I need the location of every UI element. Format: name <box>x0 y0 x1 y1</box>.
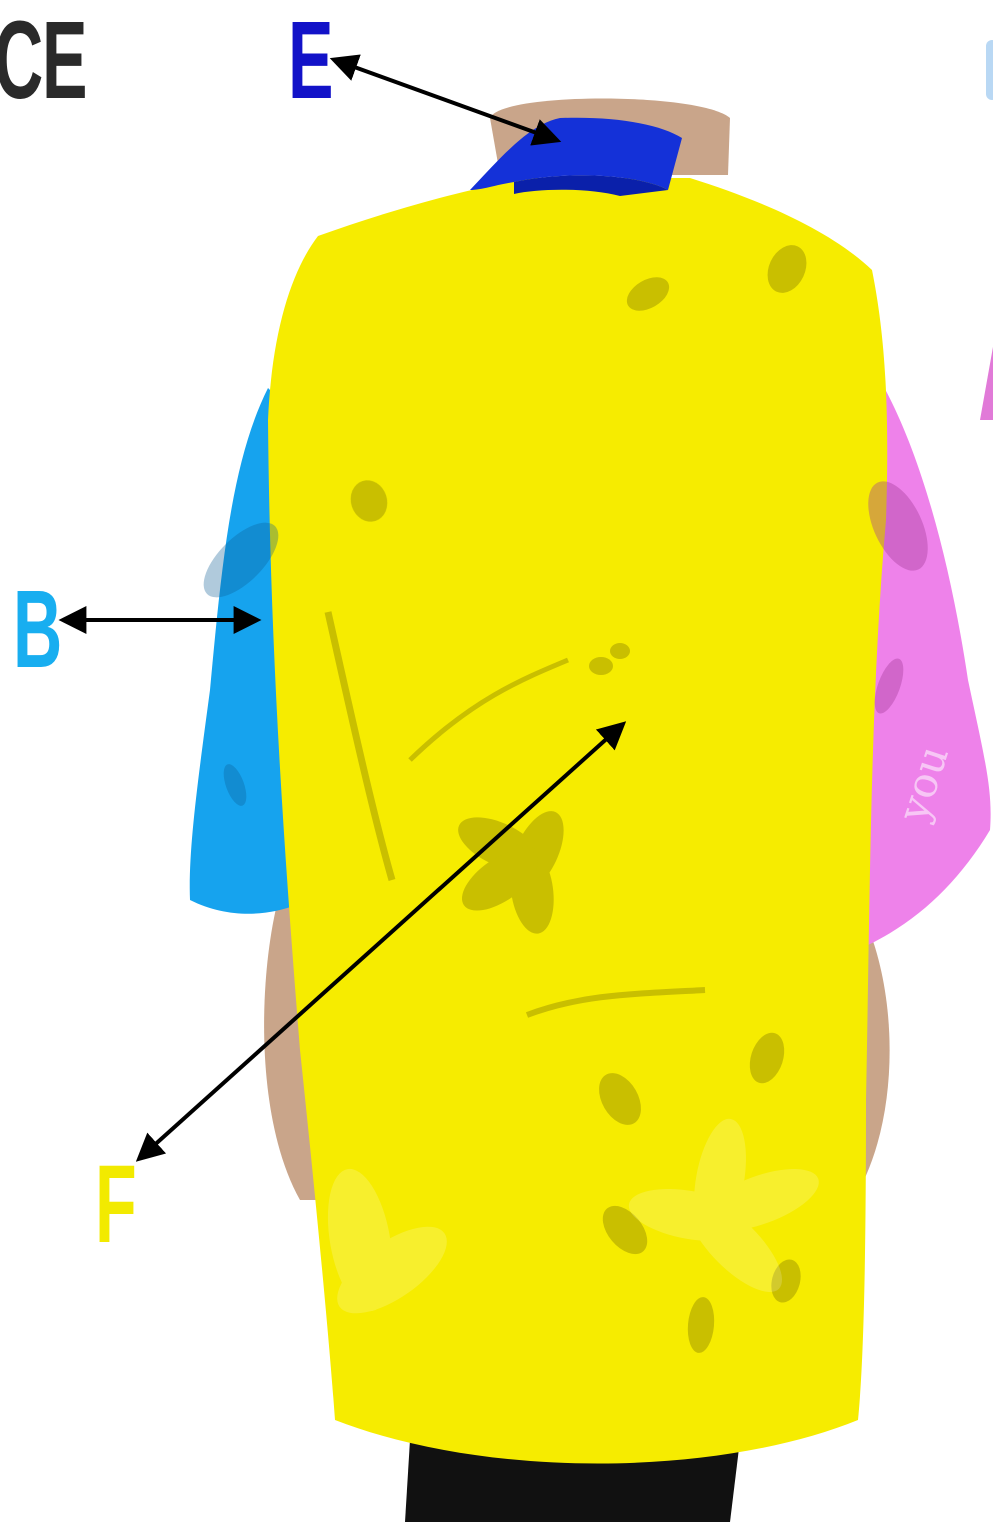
page-title-fragment: CE <box>0 6 86 116</box>
cropped-edge-fragment-upper <box>986 40 993 100</box>
part-label-e: E <box>288 6 332 116</box>
part-label-f: F <box>95 1150 135 1260</box>
part-label-b: B <box>13 575 61 685</box>
arrow-e <box>335 60 556 140</box>
